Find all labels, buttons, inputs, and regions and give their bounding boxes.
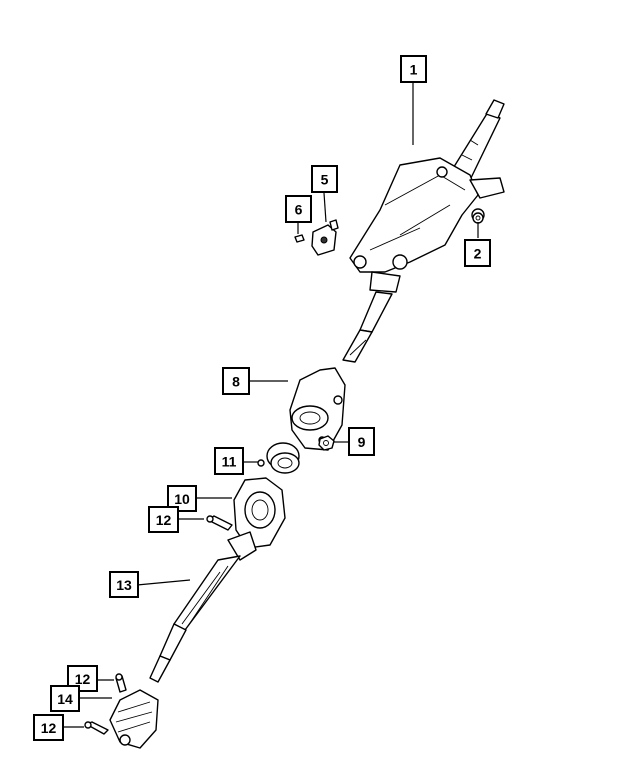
u-joint-part-14 bbox=[109, 689, 159, 749]
bearing-part-11 bbox=[257, 442, 300, 474]
callout-1: 1 bbox=[400, 55, 427, 83]
boot-bracket-part-8 bbox=[289, 367, 346, 451]
callout-14: 14 bbox=[50, 685, 80, 712]
callout-12-upper: 12 bbox=[148, 506, 179, 533]
bolt-part-12-middle bbox=[115, 673, 127, 693]
callout-2: 2 bbox=[464, 239, 491, 267]
callout-12-lower: 12 bbox=[33, 714, 64, 741]
intermediate-shaft-part-13 bbox=[149, 531, 257, 683]
nut-part-9 bbox=[318, 435, 335, 451]
leader-13 bbox=[136, 579, 191, 586]
callout-label: 6 bbox=[295, 202, 303, 218]
callout-label: 9 bbox=[358, 434, 366, 450]
seal-part-10 bbox=[233, 477, 286, 549]
leader-5 bbox=[323, 192, 327, 223]
switch-part-5 bbox=[311, 219, 339, 256]
callout-label: 12 bbox=[41, 720, 57, 736]
callout-label: 13 bbox=[116, 577, 132, 593]
bolt-part-12-lower bbox=[84, 721, 109, 735]
callout-label: 11 bbox=[222, 454, 237, 470]
callout-label: 1 bbox=[410, 62, 418, 78]
callout-label: 12 bbox=[156, 512, 172, 528]
nut-part-2 bbox=[472, 212, 484, 224]
callout-6: 6 bbox=[285, 195, 312, 223]
callout-13: 13 bbox=[109, 571, 139, 598]
callout-label: 5 bbox=[321, 172, 329, 188]
callout-5: 5 bbox=[311, 165, 338, 193]
callout-label: 2 bbox=[474, 246, 482, 262]
callout-label: 10 bbox=[174, 491, 190, 507]
steering-column-assembly bbox=[342, 99, 505, 363]
screw-part-6 bbox=[294, 234, 305, 243]
callout-11: 11 bbox=[214, 447, 244, 475]
leader-lines bbox=[63, 82, 479, 728]
callout-label: 14 bbox=[57, 691, 73, 707]
callout-8: 8 bbox=[222, 367, 250, 395]
callout-label: 12 bbox=[75, 671, 91, 687]
callout-label: 8 bbox=[232, 374, 240, 390]
callout-9: 9 bbox=[348, 427, 375, 456]
bolt-part-12-upper bbox=[206, 515, 233, 531]
